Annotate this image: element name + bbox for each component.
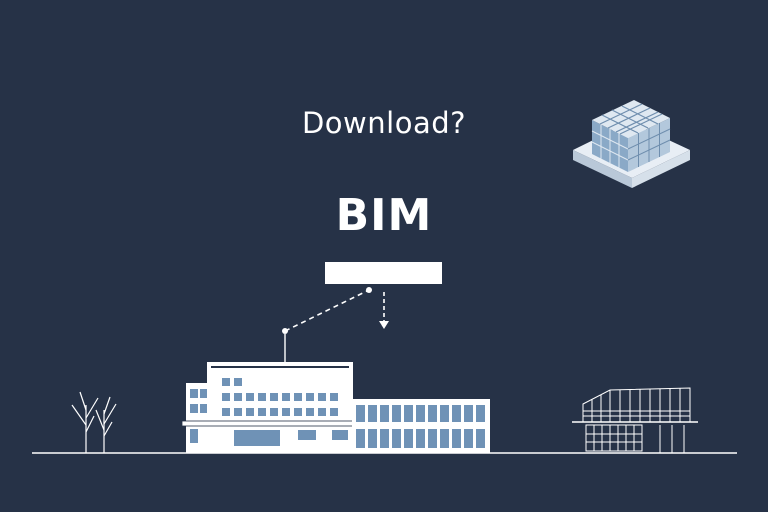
pin-icon	[366, 287, 372, 293]
pin-icon	[282, 328, 288, 334]
bim-title: BIM	[335, 190, 433, 241]
isometric-building-icon	[573, 100, 690, 188]
glass-pavilion	[572, 387, 698, 453]
download-question-title: Download?	[301, 106, 467, 140]
download-bar-button[interactable]	[325, 262, 442, 284]
dashed-connector	[282, 287, 372, 362]
main-building	[181, 362, 490, 453]
tree-icon	[71, 391, 117, 453]
arrow-down-icon	[379, 292, 389, 329]
